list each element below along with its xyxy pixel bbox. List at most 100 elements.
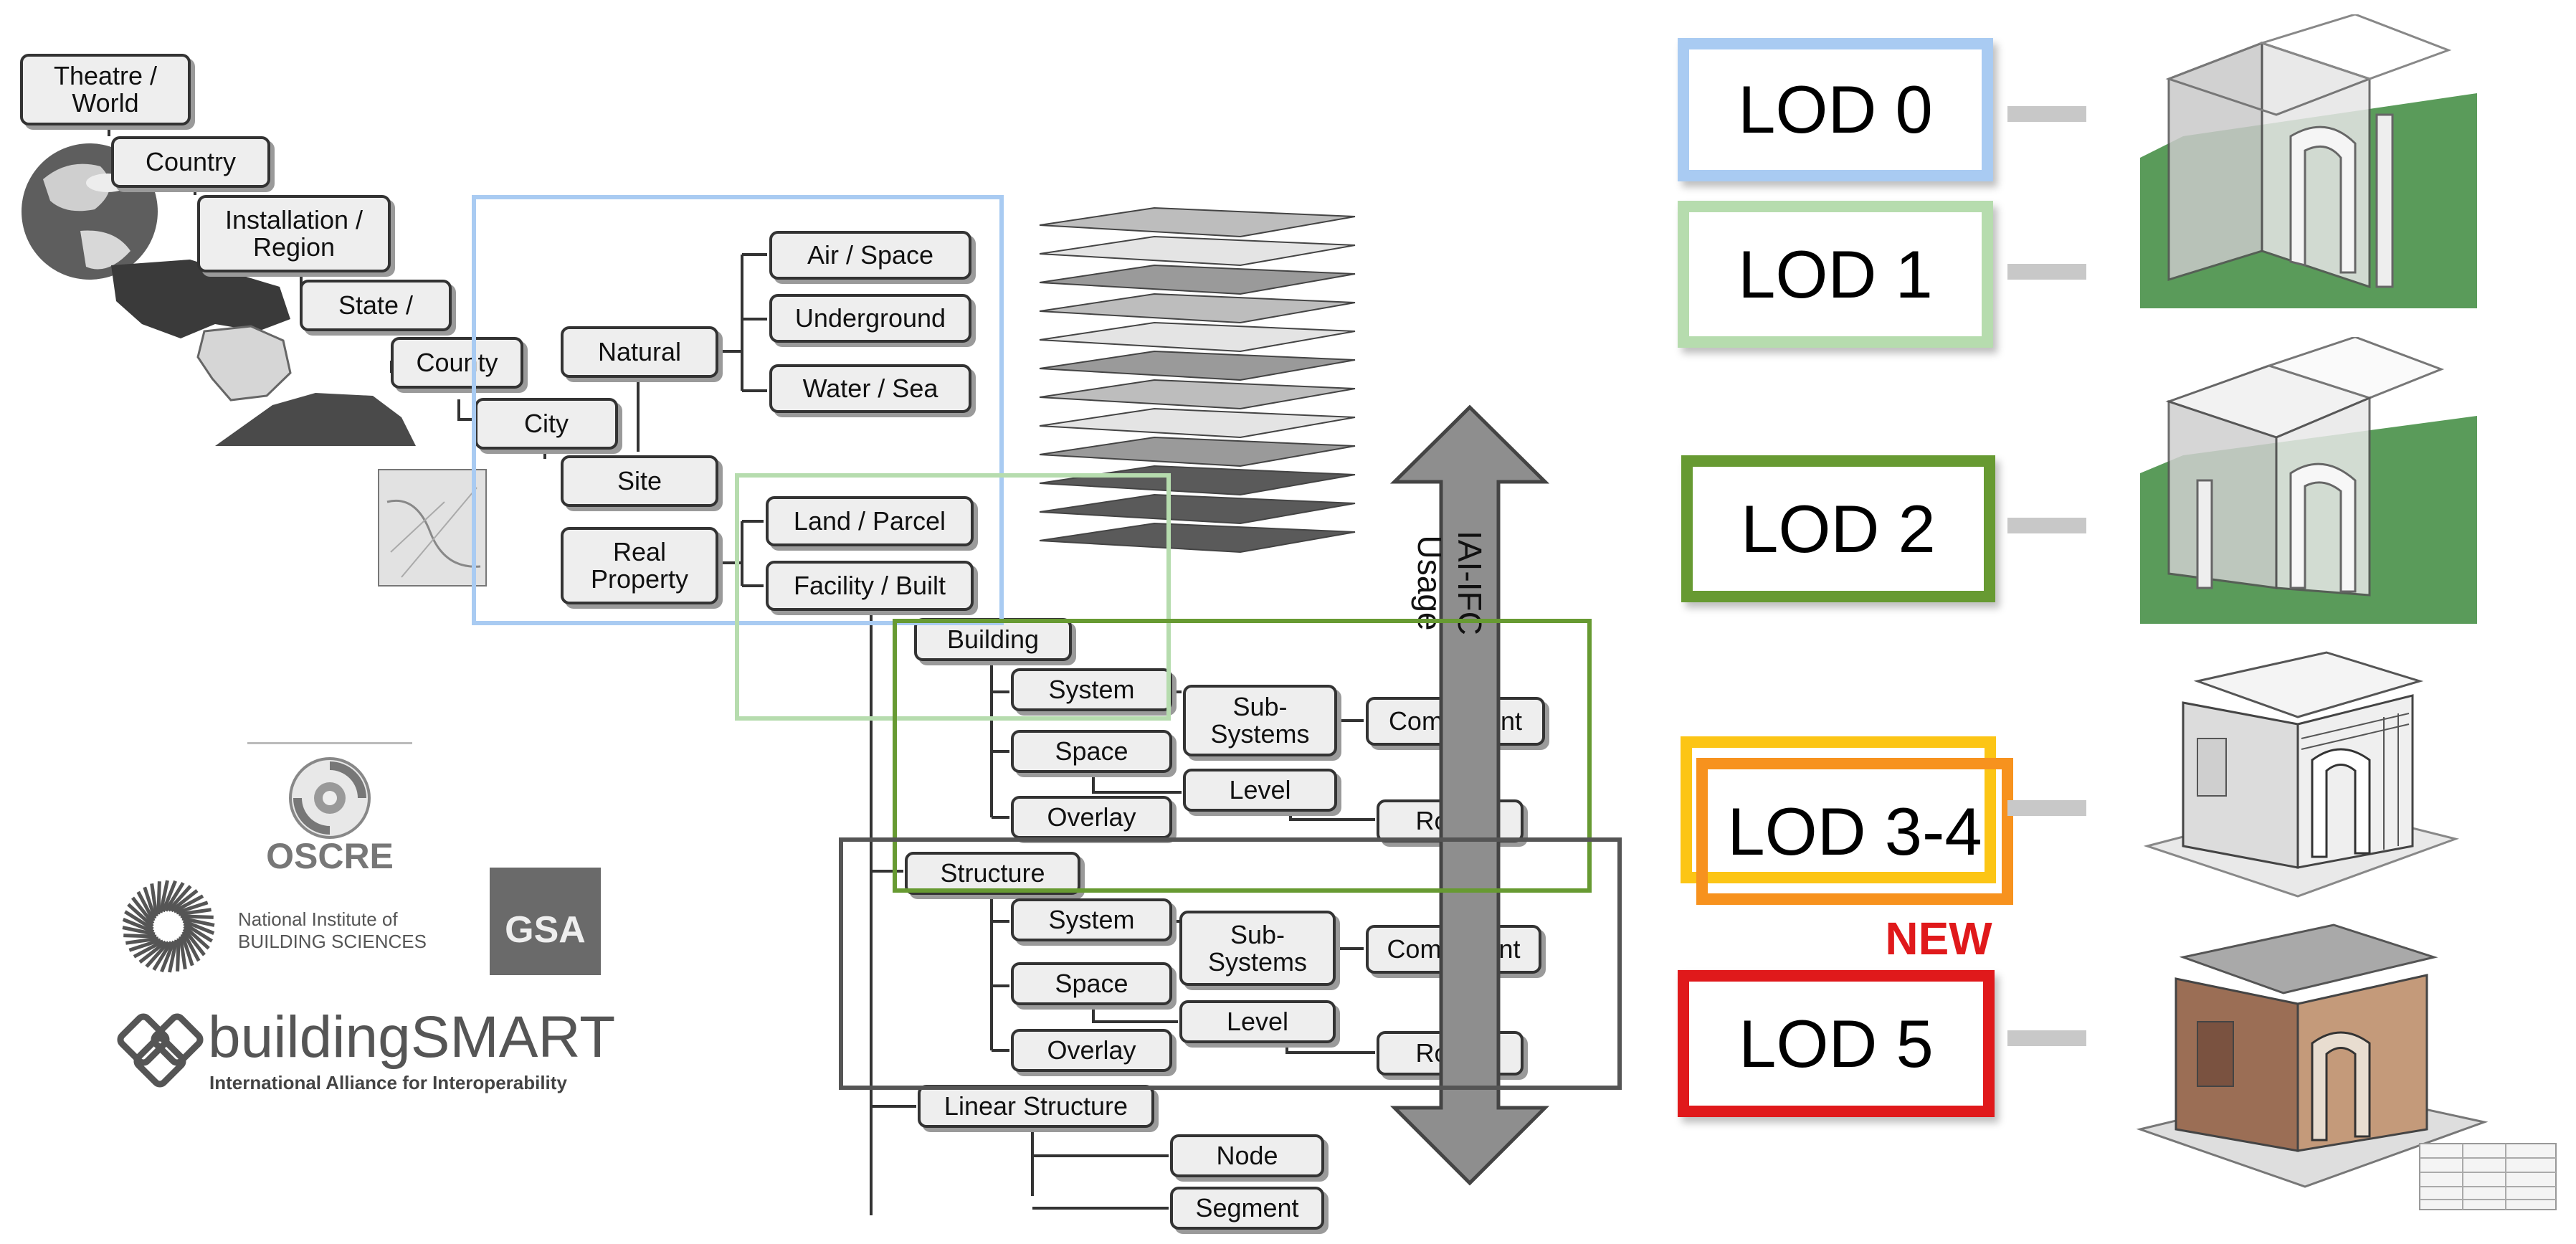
node-theatre-world: Theatre / World	[20, 54, 191, 125]
map-layer	[1039, 522, 1356, 554]
node-underground: Underground	[769, 294, 971, 343]
sunburst-ray	[123, 934, 157, 939]
node-natural: Natural	[561, 326, 718, 378]
sunburst-ray	[122, 926, 156, 936]
nibs-sunburst-icon	[122, 880, 215, 973]
lod0-connector	[2007, 106, 2086, 122]
gis-map-layers-icon	[1039, 206, 1356, 554]
node-real-property: Real Property	[561, 527, 718, 604]
lod1-connector	[2007, 264, 2086, 280]
buildingsmart-wordmark-b: SMART	[410, 1005, 616, 1070]
node-building: Building	[914, 618, 1072, 661]
node-installation-region: Installation / Region	[197, 195, 391, 272]
sunburst-ray	[136, 891, 156, 922]
sunburst-ray	[122, 918, 155, 934]
state-map-icon	[196, 325, 292, 402]
sunburst-ray	[124, 910, 154, 931]
sunburst-ray	[176, 938, 181, 972]
node-land-parcel: Land / Parcel	[766, 496, 974, 546]
sunburst-ray	[167, 885, 192, 912]
node-segment: Segment	[1170, 1187, 1324, 1230]
sunburst-ray	[138, 940, 167, 964]
lod0-label: LOD 0	[1678, 38, 1993, 181]
sunburst-ray	[133, 939, 164, 959]
node-node: Node	[1170, 1134, 1324, 1177]
node-building-system: System	[1011, 668, 1172, 711]
nibs-line1: National Institute of	[238, 908, 398, 930]
city-map-icon	[378, 469, 487, 587]
lod3-4-outer-frame	[1681, 736, 1996, 883]
sunburst-ray	[125, 936, 159, 945]
buildingsmart-tagline: International Alliance for Interoperabil…	[209, 1072, 567, 1093]
map-layer	[1039, 379, 1356, 410]
node-structure-level: Level	[1179, 1000, 1336, 1043]
sunburst-ray	[127, 903, 154, 928]
sunburst-ray	[143, 886, 157, 919]
lod3-4-highlight-frame	[839, 837, 1622, 1090]
sunburst-ray	[182, 919, 215, 935]
sunburst-ray	[180, 914, 214, 919]
sunburst-ray	[178, 908, 212, 916]
new-badge: NEW	[1885, 913, 1992, 964]
sunburst-ray	[181, 931, 201, 962]
node-linear-structure: Linear Structure	[918, 1085, 1154, 1128]
nibs-line2: BUILDING SCIENCES	[238, 931, 427, 952]
map-layer	[1039, 493, 1356, 525]
lod1-label: LOD 1	[1678, 201, 1993, 348]
building-model-lod0-icon	[2140, 14, 2477, 308]
sunburst-ray	[176, 901, 209, 915]
map-layer	[1039, 293, 1356, 324]
map-layer	[1039, 235, 1356, 267]
building-model-lod2-icon	[2140, 337, 2477, 624]
node-country: Country	[111, 136, 270, 188]
node-state: State /	[300, 280, 452, 331]
lod5-connector	[2007, 1030, 2086, 1046]
node-city: City	[475, 398, 618, 450]
node-structure-overlay: Overlay	[1011, 1029, 1172, 1072]
node-building-space: Space	[1011, 730, 1172, 773]
sunburst-ray	[152, 941, 173, 971]
usa-map-icon	[111, 260, 290, 338]
lod5-label: LOD 5	[1678, 970, 1995, 1117]
data-table-thumbnail	[2419, 1143, 2557, 1210]
sunburst-ray	[180, 934, 194, 967]
buildingsmart-wordmark: buildingSMART	[208, 1004, 615, 1071]
node-structure-system: System	[1011, 898, 1172, 941]
node-structure: Structure	[905, 852, 1080, 895]
gsa-logo: GSA	[490, 868, 601, 975]
sunburst-ray	[181, 916, 215, 927]
sunburst-ray	[182, 928, 206, 956]
buildingsmart-logo: buildingSMART International Alliance for…	[115, 1004, 631, 1101]
map-layer	[1039, 350, 1356, 381]
sunburst-ray	[160, 940, 176, 973]
nibs-logo: National Institute of BUILDING SCIENCES	[115, 876, 430, 977]
lod3-4-label: LOD 3-4	[1696, 758, 2013, 905]
lod2-connector	[2007, 518, 2086, 533]
sunburst-ray	[164, 882, 185, 912]
sunburst-ray	[173, 894, 204, 913]
lod2-highlight-frame	[893, 619, 1592, 893]
sunburst-ray	[150, 883, 158, 917]
building-model-lod5-icon	[2136, 923, 2557, 1210]
node-county: County	[391, 337, 523, 389]
sunburst-ray	[161, 880, 177, 913]
sunburst-ray	[170, 889, 199, 913]
node-facility-built: Facility / Built	[766, 561, 974, 611]
lod2-label: LOD 2	[1681, 455, 1995, 602]
node-structure-subsystems: Sub- Systems	[1179, 911, 1336, 986]
node-building-level: Level	[1183, 769, 1337, 812]
node-air-space: Air / Space	[769, 231, 971, 280]
map-layer	[1039, 436, 1356, 467]
ifc-usage-arrow	[1389, 404, 1550, 1186]
lod1-highlight-frame	[735, 473, 1171, 721]
oscre-logo-text: OSCRE	[266, 836, 394, 876]
buildingsmart-knot-icon	[117, 1013, 204, 1088]
sunburst-ray	[131, 896, 155, 925]
lod3-4-connector	[2007, 800, 2086, 816]
map-layer	[1039, 321, 1356, 353]
buildingsmart-wordmark-a: building	[208, 1005, 411, 1070]
sunburst-ray	[183, 925, 210, 950]
sunburst-ray	[145, 941, 170, 968]
